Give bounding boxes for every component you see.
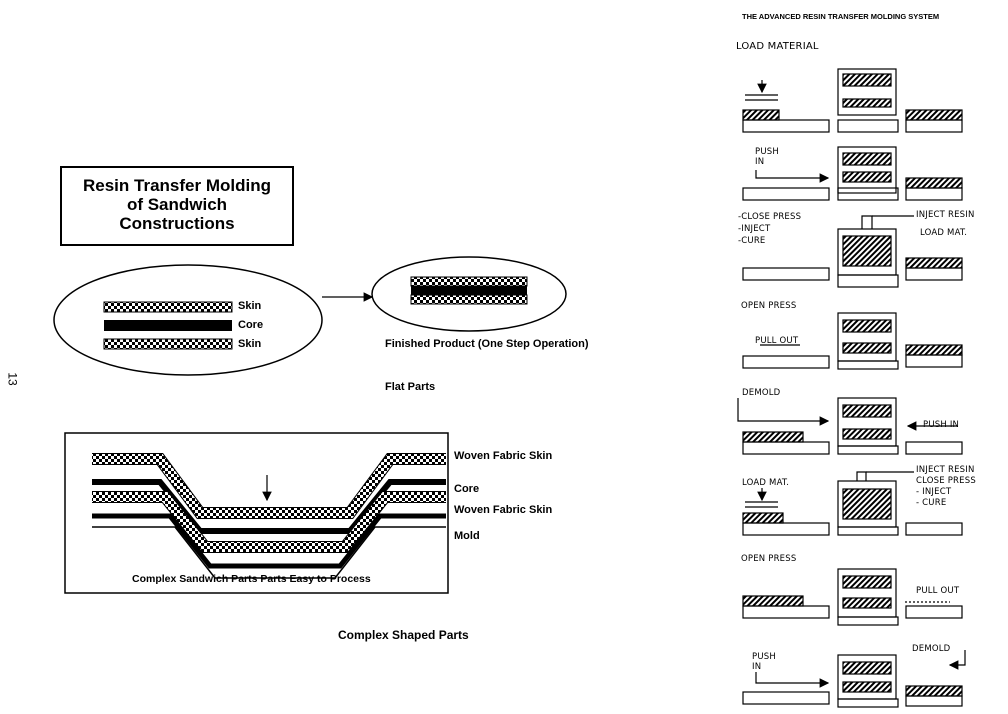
complex-skin-top	[92, 453, 446, 519]
complex-frame	[64, 432, 449, 594]
skin-bottom-label: Skin	[238, 338, 262, 350]
step-push-in-1-line2: IN	[755, 157, 765, 167]
title-line-2: of Sandwich	[126, 195, 228, 214]
station-inject-resin	[742, 471, 963, 536]
station-open-press	[742, 312, 963, 370]
step-open-press-2: OPEN PRESS	[741, 554, 797, 564]
product-core	[411, 286, 527, 295]
step-cure: -CURE	[738, 236, 766, 246]
complex-mold-base	[92, 526, 446, 579]
complex-skin-bottom-label: Woven Fabric Skin	[454, 504, 553, 516]
complex-skin-bottom-fill	[92, 492, 446, 552]
flat-parts-label: Flat Parts	[385, 381, 436, 393]
station-push-in-2	[742, 650, 966, 708]
step-pull-out-2: PULL OUT	[916, 586, 960, 596]
station-push-in	[742, 146, 963, 201]
step-push-in-3-line1: PUSH	[752, 652, 776, 662]
station-open-press-2	[742, 568, 963, 626]
step-demold-2: DEMOLD	[912, 644, 951, 654]
title-line-3: Constructions	[119, 214, 235, 233]
core-label: Core	[238, 319, 264, 331]
station-load-material	[742, 68, 963, 133]
core-layer	[104, 320, 232, 331]
system-header: THE ADVANCED RESIN TRANSFER MOLDING SYST…	[742, 12, 940, 21]
complex-caption: Complex Sandwich Parts Parts Easy to Pro…	[132, 573, 371, 585]
step-load-material: LOAD MATERIAL	[736, 41, 819, 52]
complex-skin-top-fill	[92, 454, 446, 518]
flat-parts-diagram	[53, 256, 567, 376]
step-load-mat-2: LOAD MAT.	[742, 478, 790, 488]
layers-ellipse	[53, 264, 323, 376]
complex-parts-diagram	[64, 432, 449, 594]
step-open-press-1: OPEN PRESS	[741, 301, 797, 311]
skin-top-label: Skin	[238, 300, 262, 312]
step-close-press-2: CLOSE PRESS	[916, 476, 976, 486]
finished-product-label: Finished Product (One Step Operation)	[385, 338, 589, 350]
step-push-in-1-line1: PUSH	[755, 147, 779, 157]
page-number: 13	[5, 372, 20, 386]
step-inject-resin: INJECT RESIN	[916, 210, 975, 220]
product-skin-top	[410, 276, 528, 287]
product-ellipse	[371, 256, 567, 332]
step-load-mat-1: LOAD MAT.	[920, 228, 968, 238]
skin-bottom-layer	[103, 338, 233, 350]
complex-shaped-parts-label: Complex Shaped Parts	[338, 628, 469, 642]
complex-skin-bottom	[92, 491, 446, 553]
step-inject: -INJECT	[738, 224, 771, 234]
complex-core-label: Core	[454, 483, 480, 495]
product-skin-bottom	[410, 294, 528, 305]
mold-label: Mold	[454, 530, 480, 542]
step-close-press: -CLOSE PRESS	[738, 212, 802, 222]
title-box: Resin Transfer Molding of Sandwich Const…	[60, 166, 294, 246]
step-inject-resin-2: INJECT RESIN	[916, 465, 975, 475]
step-push-in-3-line2: IN	[752, 662, 762, 672]
station-close-press	[742, 215, 963, 288]
complex-core	[92, 479, 446, 534]
step-cure-2: - CURE	[916, 498, 947, 508]
title-line-1: Resin Transfer Molding	[83, 176, 271, 195]
step-pull-out-1: PULL OUT	[755, 336, 799, 346]
step-inject-2: - INJECT	[916, 487, 952, 497]
station-demold	[737, 397, 963, 455]
step-push-in-2: PUSH IN	[923, 420, 960, 430]
step-demold-1: DEMOLD	[742, 388, 781, 398]
process-stations	[737, 68, 966, 708]
skin-top-layer	[103, 301, 233, 313]
complex-mold	[92, 513, 446, 569]
complex-skin-top-label: Woven Fabric Skin	[454, 450, 553, 462]
